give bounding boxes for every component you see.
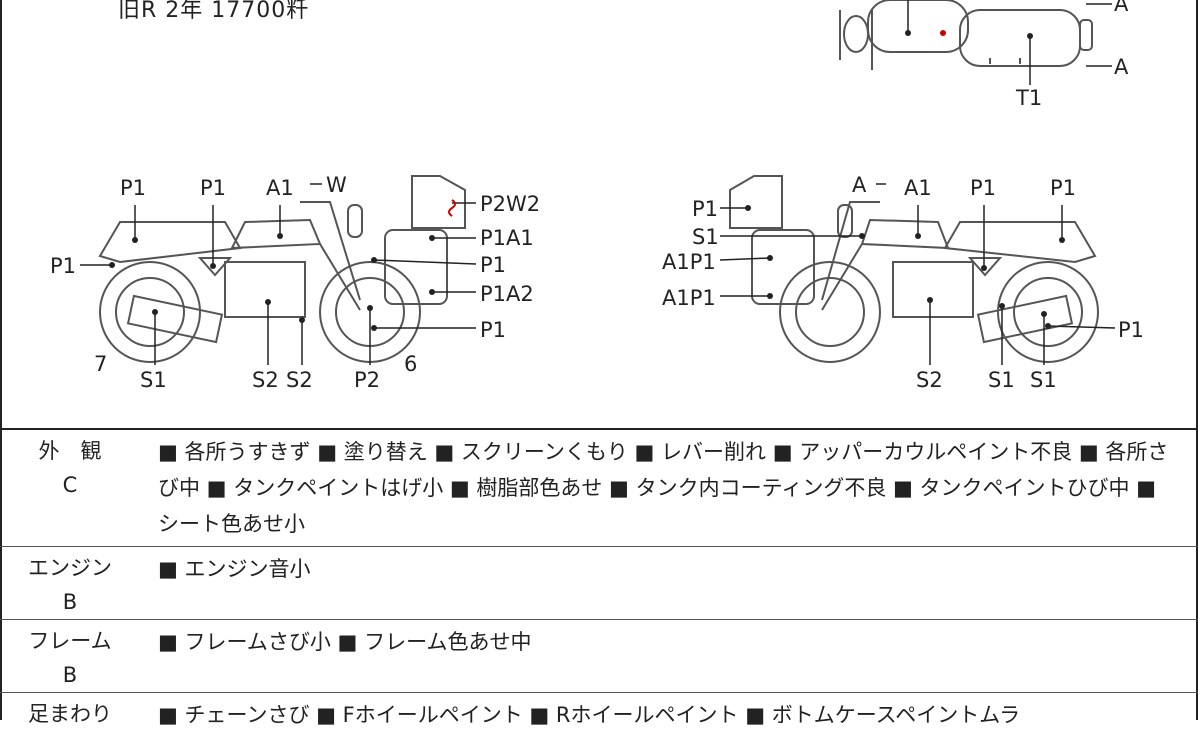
label-a1: A1	[904, 176, 932, 200]
year-mileage: 旧R 2年 17700粁	[118, 0, 310, 23]
category-name: 外 観	[38, 439, 102, 463]
condition-items: ■ 各所うすきず ■ 塗り替え ■ スクリーンくもり ■ レバー削れ ■ アッパ…	[158, 440, 1169, 536]
condition-row-exterior: 外 観 C ■ 各所うすきず ■ 塗り替え ■ スクリーンくもり ■ レバー削れ…	[0, 430, 1198, 547]
motorcycle-outlines	[80, 0, 1116, 365]
label-s1: S1	[692, 225, 719, 249]
label-w: W	[326, 173, 347, 197]
label-p1a2: P1A2	[480, 282, 534, 306]
top-view-motorcycle	[839, 0, 1093, 70]
condition-items: ■ フレームさび小 ■ フレーム色あせ中	[158, 630, 532, 654]
condition-table: 外 観 C ■ 各所うすきず ■ 塗り替え ■ スクリーンくもり ■ レバー削れ…	[0, 428, 1198, 733]
right-side-motorcycle	[729, 175, 1099, 363]
condition-items: ■ チェーンさび ■ Fホイールペイント ■ Rホイールペイント ■ ボトムケー…	[158, 703, 1021, 727]
label-a1: A1	[266, 176, 294, 200]
label-p1: P1	[480, 318, 507, 342]
label-s2: S2	[916, 368, 943, 392]
category-name: 足まわり	[28, 702, 112, 726]
callout-lines	[80, 0, 1116, 365]
damage-dots	[109, 30, 1065, 331]
label-p1: P1	[50, 254, 77, 278]
label-p2: P2	[354, 368, 381, 392]
condition-items: ■ エンジン音小	[158, 557, 311, 581]
category-grade: B	[62, 590, 78, 614]
label-s1: S1	[140, 368, 167, 392]
condition-category: フレーム B	[0, 620, 140, 692]
label-p1: P1	[1050, 176, 1077, 200]
category-grade: C	[62, 473, 78, 497]
damage-diagram: 旧R 2年 17700粁	[50, 0, 1145, 392]
label-p1: P1	[1118, 318, 1145, 342]
label-a: A	[852, 173, 867, 197]
label-p1: P1	[200, 176, 227, 200]
condition-category: 外 観 C	[0, 430, 140, 502]
label-p1: P1	[120, 176, 147, 200]
condition-row-frame: フレーム B ■ フレームさび小 ■ フレーム色あせ中	[0, 620, 1198, 693]
label-p1: P1	[970, 176, 997, 200]
label-s2: S2	[286, 368, 313, 392]
label-p1: P1	[692, 197, 719, 221]
label-p2w2: P2W2	[480, 192, 541, 216]
category-name: エンジン	[28, 556, 112, 580]
label-a1p1: A1P1	[662, 286, 716, 310]
label-s1: S1	[1030, 368, 1057, 392]
category-grade: B	[62, 663, 78, 687]
label-a-top: A	[1114, 0, 1129, 16]
label-s2: S2	[252, 368, 279, 392]
label-a1p1: A1P1	[662, 250, 716, 274]
label-p1: P1	[480, 253, 507, 277]
label-s1: S1	[988, 368, 1015, 392]
category-name: フレーム	[28, 629, 112, 653]
label-number-7: 7	[94, 352, 108, 376]
condition-row-suspension: 足まわり ■ チェーンさび ■ Fホイールペイント ■ Rホイールペイント ■ …	[0, 693, 1198, 733]
condition-row-engine: エンジン B ■ エンジン音小	[0, 547, 1198, 620]
label-a-bottom: A	[1114, 55, 1129, 79]
label-p1a1: P1A1	[480, 226, 534, 250]
condition-category: エンジン B	[0, 547, 140, 619]
label-t1: T1	[1016, 86, 1043, 110]
condition-category: 足まわり	[0, 693, 140, 731]
label-number-6: 6	[404, 352, 418, 376]
